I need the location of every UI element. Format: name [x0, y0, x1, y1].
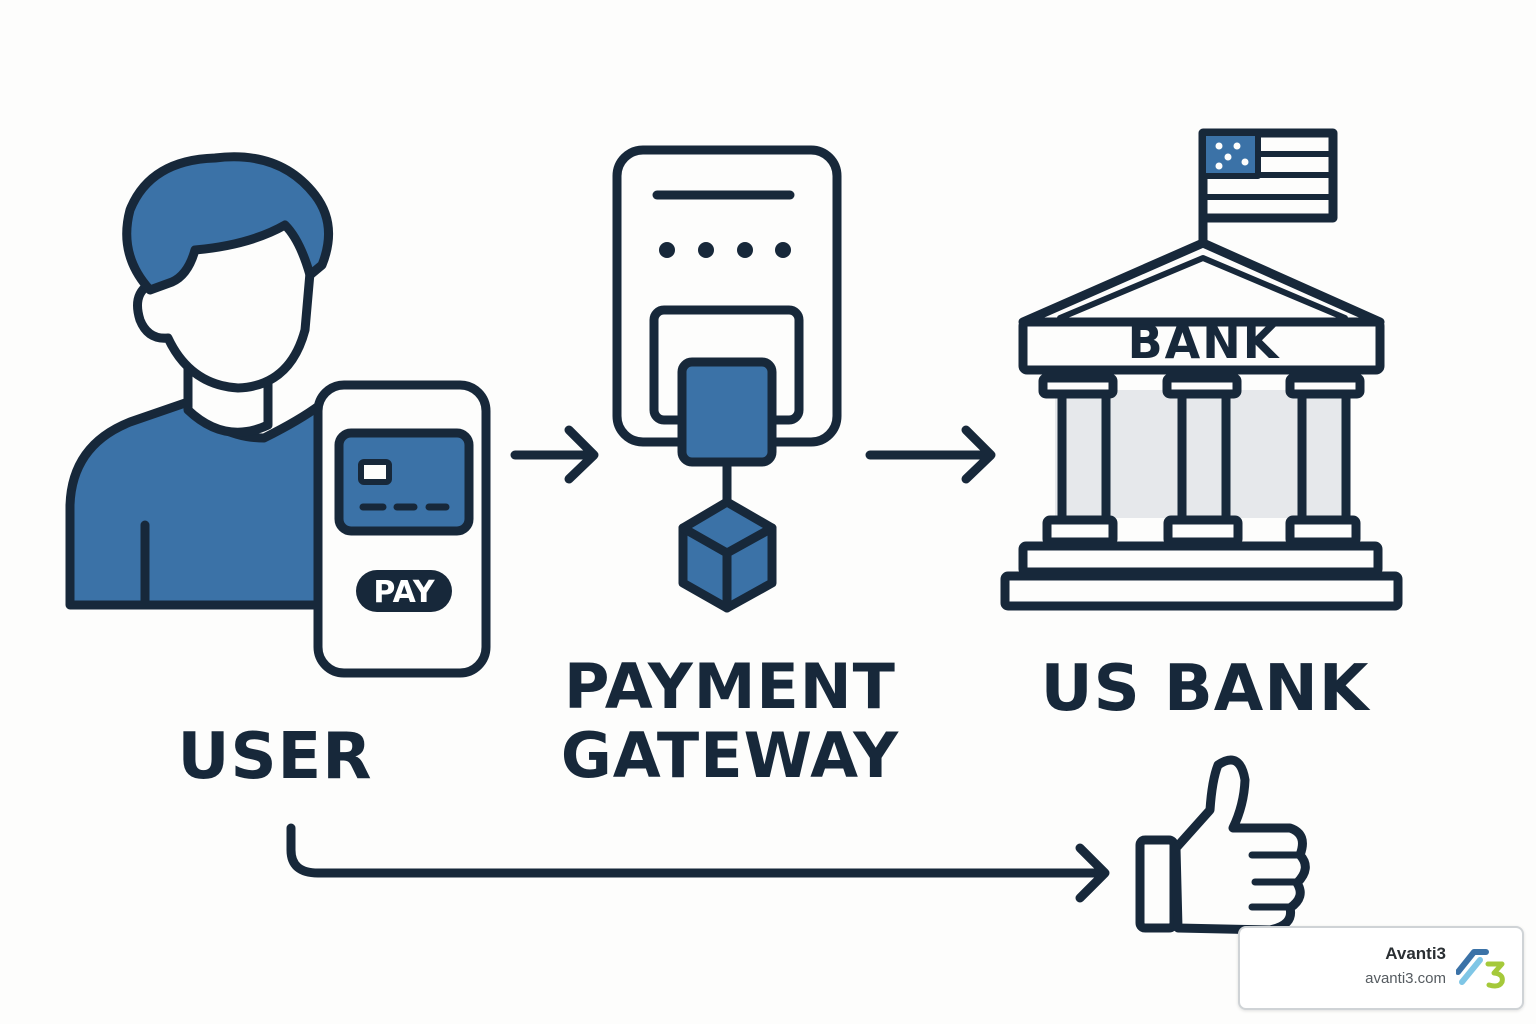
us-flag-icon — [1198, 128, 1338, 245]
payment-gateway-label-line2: GATEWAY — [560, 719, 900, 793]
bank-sign: BANK — [1128, 315, 1281, 369]
pay-button-label: PAY — [373, 575, 436, 610]
arrow-user-to-gateway — [510, 425, 599, 484]
avanti3-badge[interactable]: Avanti3 avanti3.com — [1238, 926, 1524, 1010]
us-bank-label: US BANK — [1040, 652, 1370, 726]
person-icon — [65, 152, 334, 610]
thumbs-up-icon — [1135, 755, 1310, 935]
badge-url[interactable]: avanti3.com — [1365, 970, 1446, 987]
credit-card-icon — [334, 428, 474, 536]
payment-gateway-label-line1: PAYMENT — [564, 650, 896, 723]
pay-button — [356, 570, 452, 612]
user-label: USER — [177, 720, 373, 794]
payment-gateway-label: PAYMENT GATEWAY — [540, 652, 920, 791]
phone-icon: PAY — [313, 380, 491, 678]
avanti3-logo-icon — [1456, 949, 1505, 989]
payment-terminal-icon — [612, 145, 842, 507]
arrow-gateway-to-bank — [865, 425, 996, 484]
bank-building-icon: BANK — [1000, 238, 1403, 611]
arrow-user-to-approval — [286, 823, 1110, 903]
badge-brand-name: Avanti3 — [1385, 944, 1446, 963]
cube-icon — [678, 497, 777, 613]
